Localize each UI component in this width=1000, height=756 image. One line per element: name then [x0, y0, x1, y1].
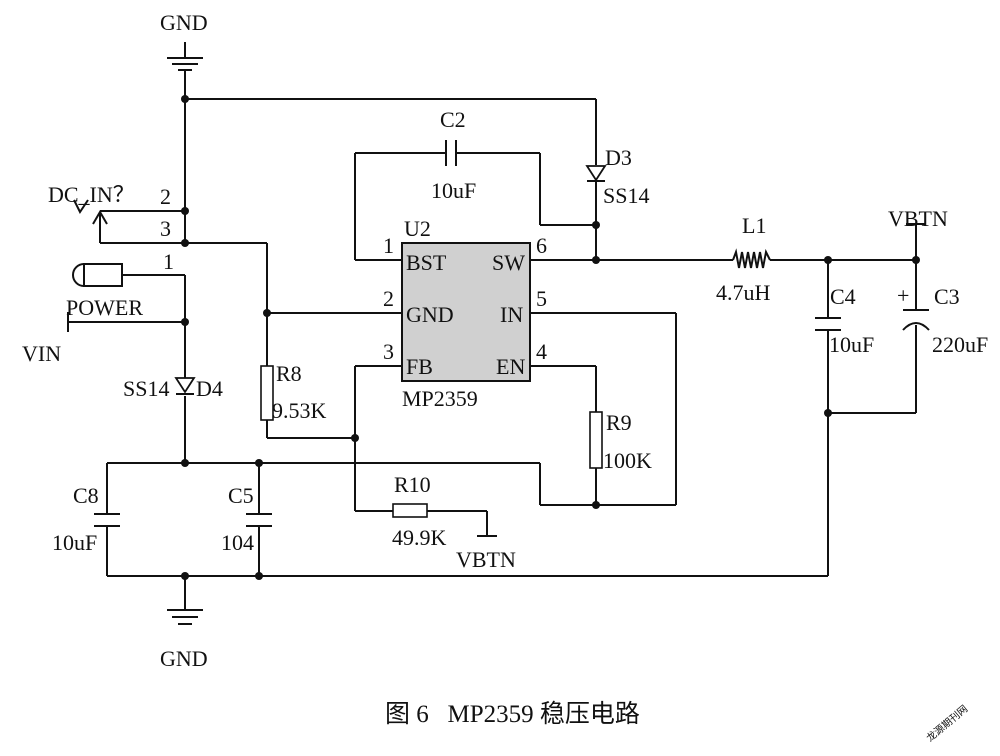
r9-value: 100K: [603, 448, 652, 473]
r8-resistor-symbol: [260, 365, 274, 421]
c5-capacitor-symbol: [246, 513, 272, 527]
u2-pin-sw-name: SW: [492, 250, 525, 275]
l1-ref: L1: [742, 213, 766, 238]
r9-resistor-symbol: [589, 411, 603, 469]
u2-pin-fb-number: 3: [383, 339, 394, 364]
c8-ref: C8: [73, 483, 99, 508]
c2-value: 10uF: [431, 178, 476, 203]
c8-capacitor-symbol: [94, 513, 120, 527]
vbtn-right-label: VBTN: [888, 206, 948, 231]
r9-ref: R9: [606, 410, 632, 435]
vin-label: VIN: [22, 341, 61, 366]
d3-diode-symbol: [585, 165, 607, 182]
c5-ref: C5: [228, 483, 254, 508]
u2-pin-en-name: EN: [496, 354, 525, 379]
c3-value: 220uF: [932, 332, 988, 357]
c3-ref: C3: [934, 284, 960, 309]
gnd-bottom-label: GND: [160, 646, 208, 671]
connector-pin-3: 3: [160, 216, 171, 241]
c4-value: 10uF: [829, 332, 874, 357]
dc-in-label: DC_IN？: [48, 182, 135, 207]
gnd-top-label: GND: [160, 10, 208, 35]
gnd-top-symbol: [167, 42, 203, 71]
r10-ref: R10: [394, 472, 431, 497]
power-connector-symbol: [72, 263, 123, 287]
c2-capacitor-symbol: [445, 140, 457, 166]
r10-value: 49.9K: [392, 525, 447, 550]
d4-value: SS14: [123, 376, 169, 401]
d3-value: SS14: [603, 183, 649, 208]
u2-pin-gnd-number: 2: [383, 286, 394, 311]
u2-pin-bst-number: 1: [383, 233, 394, 258]
c4-capacitor-symbol: [815, 317, 841, 331]
u2-part: MP2359: [402, 386, 478, 411]
power-label: POWER: [66, 295, 143, 320]
u2-pin-en-number: 4: [536, 339, 547, 364]
connector-pin-1: 1: [163, 249, 174, 274]
c3-polarity: +: [897, 283, 909, 308]
watermark: 龙源期刊网: [924, 702, 971, 744]
figure-caption: 图 6 MP2359 稳压电路: [385, 700, 640, 728]
u2-ic-body: [401, 242, 531, 382]
l1-value: 4.7uH: [716, 280, 771, 305]
c8-value: 10uF: [52, 530, 97, 555]
u2-pin-in-name: IN: [500, 302, 523, 327]
junction-dots: [181, 95, 920, 580]
r10-resistor-symbol: [392, 503, 428, 518]
d4-ref: D4: [196, 376, 223, 401]
wires: [68, 70, 926, 610]
c4-ref: C4: [830, 284, 856, 309]
r8-ref: R8: [276, 361, 302, 386]
u2-ref: U2: [404, 216, 431, 241]
r8-value: 9.53K: [272, 398, 327, 423]
c3-polarized-capacitor-symbol: [902, 309, 930, 331]
vbtn-r10-label: VBTN: [456, 547, 516, 572]
gnd-bottom-symbol: [167, 609, 203, 625]
dc-in-connector-symbol: [73, 199, 108, 225]
u2-pin-bst-name: BST: [406, 250, 447, 275]
u2-pin-in-number: 5: [536, 286, 547, 311]
d3-ref: D3: [605, 145, 632, 170]
d4-diode-symbol: [174, 372, 196, 395]
u2-pin-fb-name: FB: [406, 354, 433, 379]
u2-pin-sw-number: 6: [536, 233, 547, 258]
u2-pin-gnd-name: GND: [406, 302, 454, 327]
c5-value: 104: [221, 530, 254, 555]
connector-pin-2: 2: [160, 184, 171, 209]
l1-inductor-symbol: [732, 248, 771, 269]
c2-ref: C2: [440, 107, 466, 132]
